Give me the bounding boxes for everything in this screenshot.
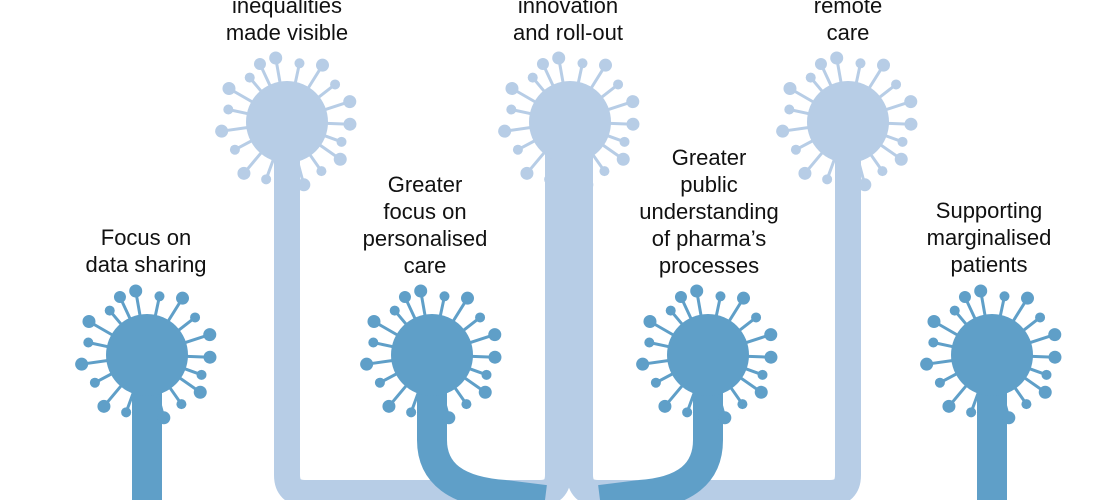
virus-icons (75, 51, 1062, 425)
virus-icon-personalised (360, 284, 502, 425)
dark-stem-1 (417, 380, 547, 500)
light-stem-0 (274, 150, 571, 500)
light-stem-1 (567, 150, 861, 500)
virus-icon-marginalised (920, 284, 1062, 425)
virus-icon-pharma (636, 284, 778, 425)
virus-icon-innovation (498, 51, 640, 192)
light-connector-stems (274, 150, 861, 500)
virus-icon-remote-care (776, 51, 918, 192)
dark-stem-2 (598, 380, 723, 500)
dark-connector-stems (132, 380, 1007, 500)
virus-icon-inequalities (215, 51, 357, 192)
virus-icon-data-sharing (75, 284, 217, 425)
